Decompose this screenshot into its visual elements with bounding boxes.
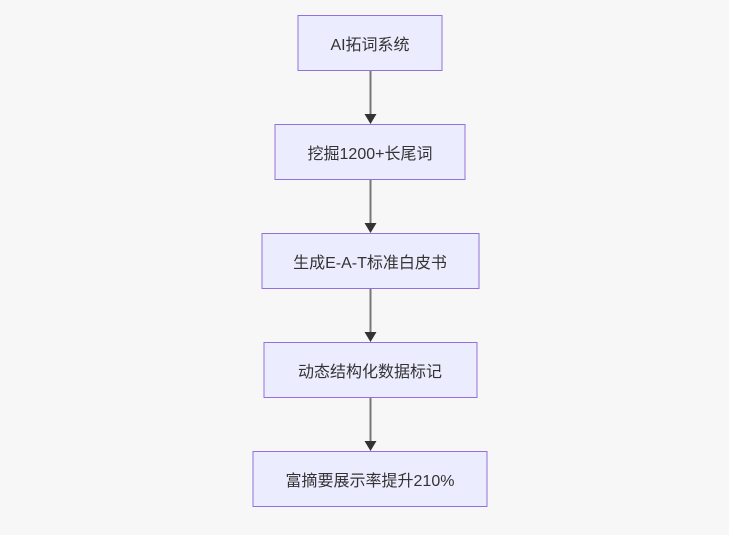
node-label: AI拓词系统 [330, 37, 410, 54]
arrow-line [369, 289, 371, 333]
arrow-line [369, 398, 371, 442]
arrow-line [369, 71, 371, 115]
edge-c-to-d [364, 289, 376, 342]
flow-node-longtail-keyword-mining: 挖掘1200+长尾词 [274, 124, 466, 180]
flowchart: AI拓词系统 挖掘1200+长尾词 生成E-A-T标准白皮书 动态结构化数据标记… [252, 15, 488, 507]
arrowhead-down-icon [364, 223, 376, 233]
node-label: 挖掘1200+长尾词 [307, 146, 433, 163]
arrowhead-down-icon [364, 114, 376, 124]
flow-node-rich-snippet-rate-result: 富摘要展示率提升210% [252, 451, 488, 507]
flow-node-ai-word-expansion-system: AI拓词系统 [297, 15, 443, 71]
edge-b-to-c [364, 180, 376, 233]
edge-d-to-e [364, 398, 376, 451]
node-label: 生成E-A-T标准白皮书 [293, 255, 447, 272]
edge-a-to-b [364, 71, 376, 124]
arrowhead-down-icon [364, 441, 376, 451]
arrowhead-down-icon [364, 332, 376, 342]
arrow-line [369, 180, 371, 224]
flow-node-eat-whitepaper-generation: 生成E-A-T标准白皮书 [261, 233, 479, 289]
flow-node-dynamic-structured-data-markup: 动态结构化数据标记 [263, 342, 477, 398]
node-label: 动态结构化数据标记 [297, 364, 442, 381]
node-label: 富摘要展示率提升210% [285, 473, 455, 490]
